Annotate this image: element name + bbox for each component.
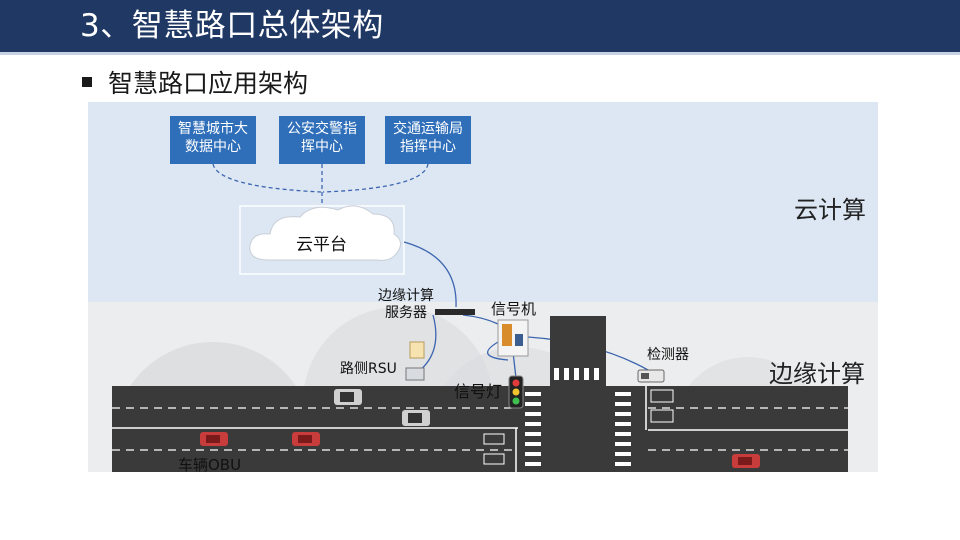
bullet-square-icon bbox=[82, 77, 92, 87]
vehicle-icon bbox=[402, 410, 430, 426]
edge-server-icon bbox=[435, 309, 475, 315]
title-bar: 3、智慧路口总体架构 bbox=[0, 0, 960, 55]
vehicle-icon bbox=[732, 454, 760, 468]
edge-layer-label: 边缘计算 bbox=[769, 360, 865, 388]
link-center1-cloud bbox=[212, 163, 322, 193]
crosswalk-top bbox=[554, 368, 599, 380]
link-cloud-server bbox=[403, 241, 457, 308]
crosswalk-right bbox=[615, 392, 631, 466]
traffic-light-label: 信号灯 bbox=[454, 382, 503, 401]
link-center3-cloud bbox=[322, 163, 429, 193]
link-controller-loop bbox=[487, 341, 509, 361]
vehicle-obu-label: 车辆OBU bbox=[178, 456, 242, 472]
cloud-icon bbox=[249, 205, 401, 261]
left-road bbox=[112, 386, 518, 472]
roadside-rsu-label: 路侧RSU bbox=[340, 361, 397, 377]
traffic-light-red bbox=[512, 379, 520, 387]
crosswalk-left bbox=[525, 392, 541, 466]
section-heading: 智慧路口应用架构 bbox=[82, 64, 308, 100]
center-label: 公安交警指挥中心 bbox=[287, 121, 357, 155]
link-server-controller bbox=[462, 314, 499, 325]
page-title: 3、智慧路口总体架构 bbox=[80, 8, 384, 44]
vehicle-icon bbox=[200, 432, 228, 446]
rsu-unit-icon bbox=[405, 367, 425, 381]
center-box-bigdata: 智慧城市大数据中心 bbox=[170, 116, 256, 164]
center-label: 交通运输局指挥中心 bbox=[393, 121, 463, 155]
center-box-police: 公安交警指挥中心 bbox=[279, 116, 365, 164]
cloud-platform-label: 云平台 bbox=[296, 235, 347, 255]
cloud-layer-label: 云计算 bbox=[794, 196, 866, 224]
signal-controller-panel bbox=[502, 324, 512, 346]
diagram-graphics bbox=[88, 102, 878, 472]
architecture-diagram: 智慧城市大数据中心 公安交警指挥中心 交通运输局指挥中心 云平台 云计算 边缘计… bbox=[88, 102, 878, 472]
rsu-antenna-icon bbox=[409, 341, 425, 359]
detector-lens bbox=[641, 373, 649, 379]
vehicle-icon bbox=[334, 389, 362, 405]
center-label: 智慧城市大数据中心 bbox=[178, 121, 248, 155]
vehicle-icon bbox=[292, 432, 320, 446]
traffic-light-yellow bbox=[512, 388, 520, 396]
edge-server-label: 边缘计算服务器 bbox=[378, 288, 434, 321]
section-heading-text: 智慧路口应用架构 bbox=[108, 69, 309, 98]
cloud-frame bbox=[239, 205, 405, 275]
lane-arrow-icon bbox=[483, 389, 674, 465]
center-box-transport: 交通运输局指挥中心 bbox=[385, 116, 471, 164]
detector-label: 检测器 bbox=[647, 347, 689, 363]
intersection bbox=[518, 386, 628, 472]
signal-controller-screen bbox=[515, 334, 523, 346]
traffic-light-green bbox=[512, 397, 520, 405]
signal-controller-label: 信号机 bbox=[491, 300, 537, 318]
